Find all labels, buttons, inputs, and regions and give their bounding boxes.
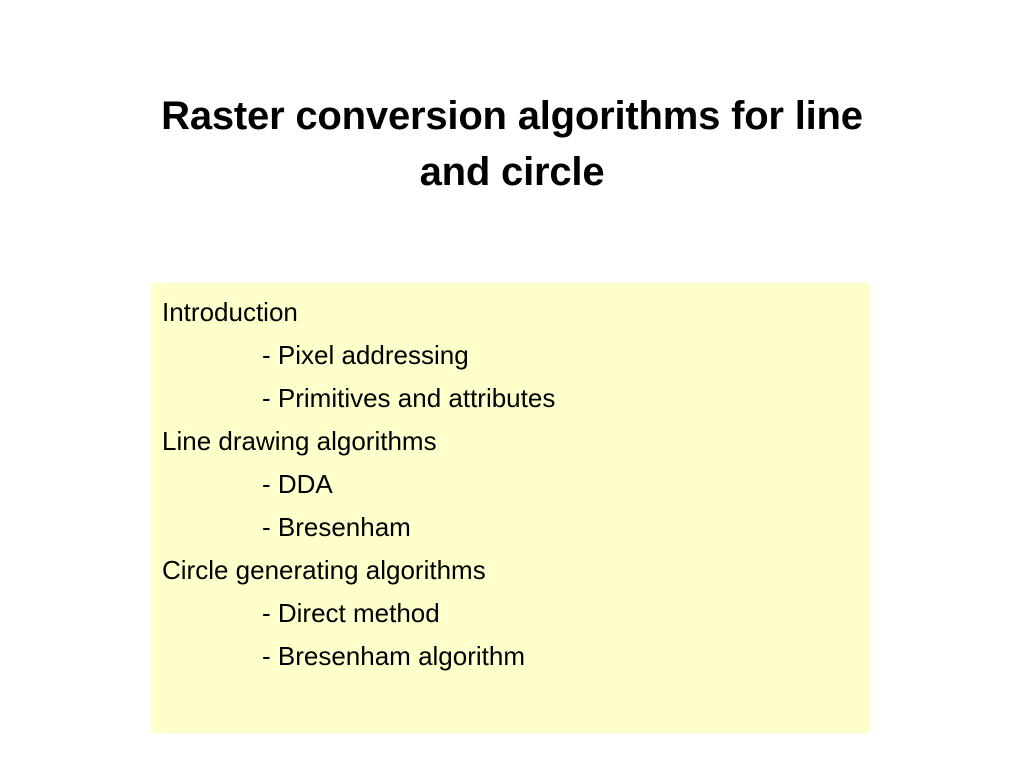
list-item: Circle generating algorithms xyxy=(162,555,486,585)
list-item: - DDA xyxy=(262,469,333,499)
list-item: - Bresenham algorithm xyxy=(262,641,525,671)
list-item: Line drawing algorithms xyxy=(162,426,437,456)
list-item: - Direct method xyxy=(262,598,440,628)
list-item: - Primitives and attributes xyxy=(262,383,556,413)
page-title-line-1: Raster conversion algorithms for line xyxy=(161,94,863,138)
list-item: - Bresenham xyxy=(262,512,411,542)
list-item: Introduction xyxy=(162,297,298,327)
page-title: Raster conversion algorithms for line an… xyxy=(96,88,928,200)
outline-list: Introduction - Pixel addressing - Primit… xyxy=(162,291,860,678)
page-title-line-2: and circle xyxy=(419,150,605,194)
content-box: Introduction - Pixel addressing - Primit… xyxy=(151,283,870,733)
list-item: - Pixel addressing xyxy=(262,340,469,370)
